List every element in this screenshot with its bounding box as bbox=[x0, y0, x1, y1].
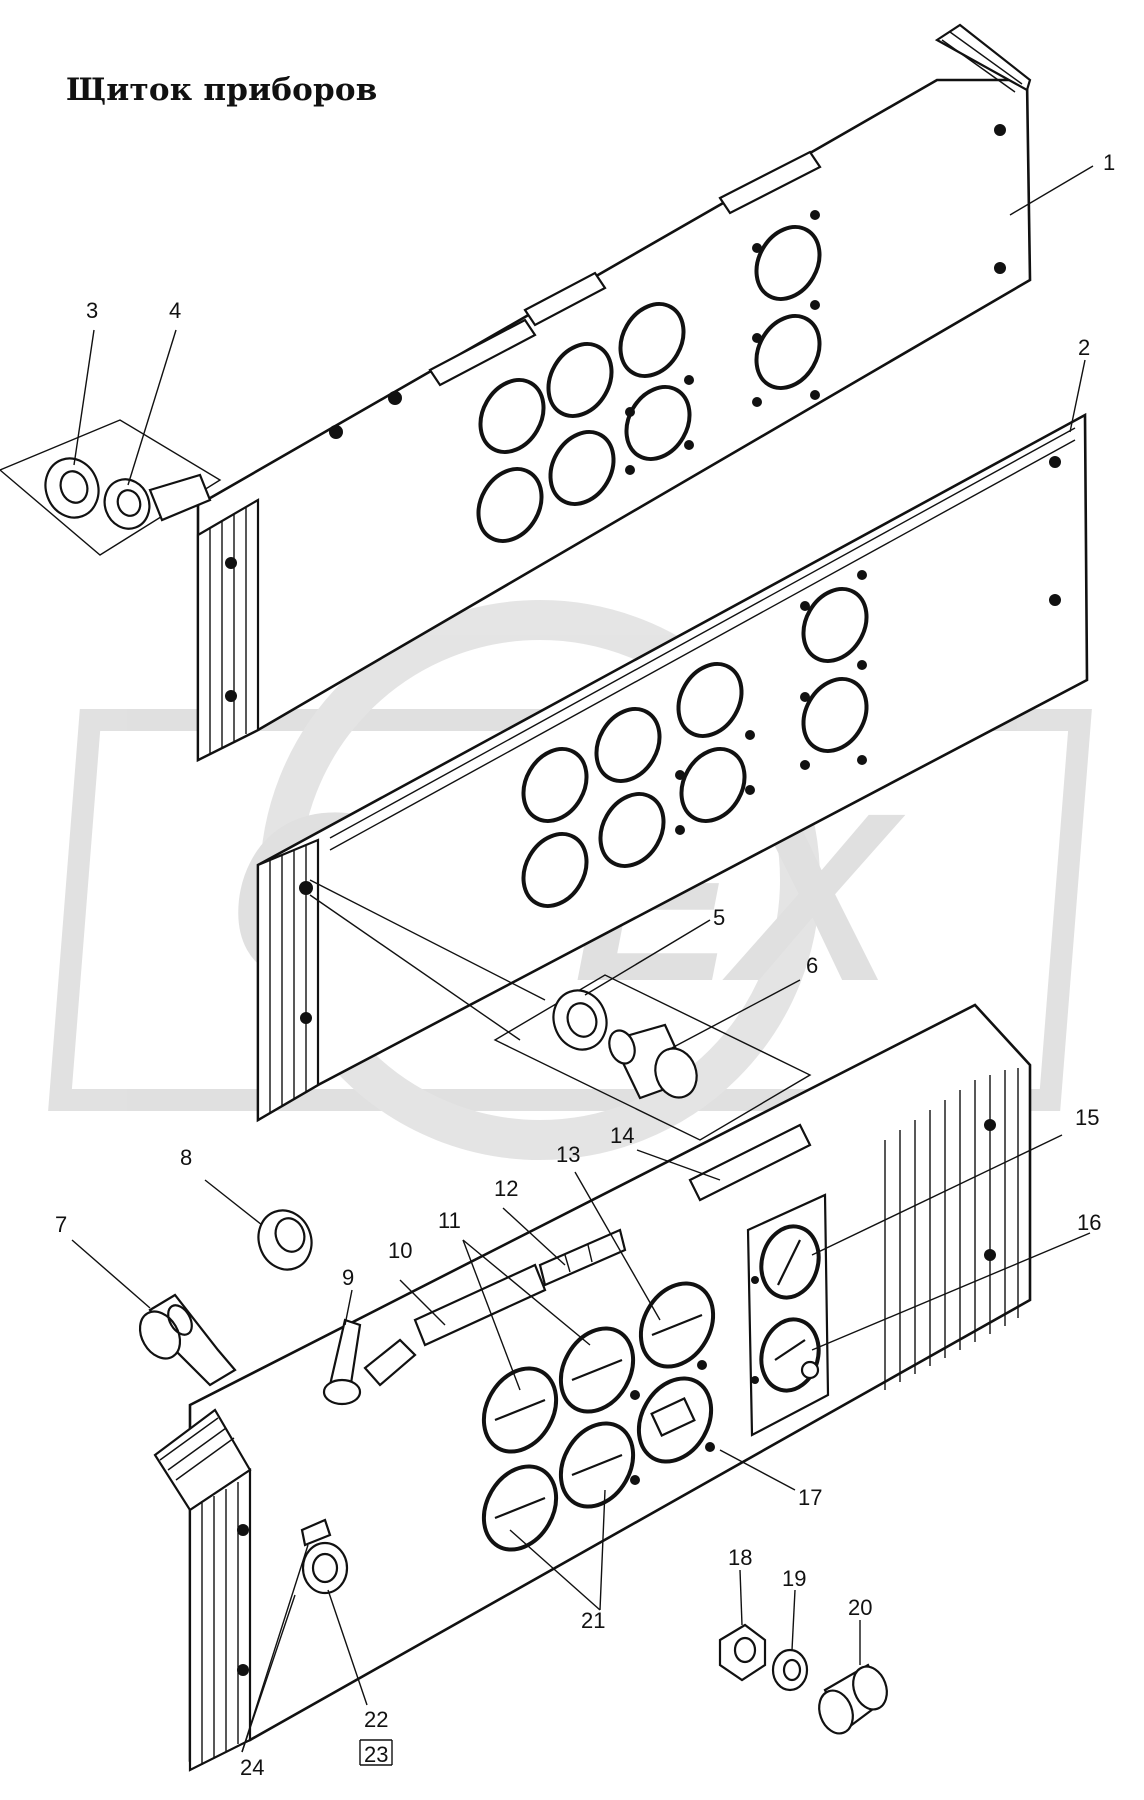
panel-3-side-flange bbox=[188, 1467, 252, 1772]
panel-1-windows bbox=[428, 150, 822, 387]
panel-1-side-flange bbox=[196, 498, 260, 762]
part-10-window bbox=[413, 1263, 547, 1347]
panel-2-mount-dots bbox=[299, 456, 1061, 1024]
part-14-window bbox=[688, 1123, 812, 1202]
leader-lines bbox=[71, 165, 1094, 1766]
part-4-washer bbox=[103, 478, 151, 530]
callout-7: 7 bbox=[55, 1212, 67, 1237]
callout-18: 18 bbox=[728, 1545, 752, 1570]
callout-23: 23 bbox=[364, 1742, 388, 1767]
panel-2-middle bbox=[256, 412, 1089, 1123]
panel-1-mount-dots bbox=[225, 124, 1006, 702]
part-4-bracket bbox=[148, 473, 212, 522]
part-6-lamp bbox=[608, 1023, 698, 1100]
callout-22: 22 bbox=[364, 1707, 388, 1732]
part-19-washer bbox=[771, 1648, 809, 1692]
part-22-lamp bbox=[301, 1541, 349, 1595]
panel-3-mount-dots bbox=[237, 1119, 996, 1676]
part-9-switch-body bbox=[363, 1338, 417, 1387]
page-title: Щиток приборов bbox=[66, 72, 378, 108]
panel-2-gauge-holes bbox=[521, 587, 869, 908]
callout-6: 6 bbox=[806, 953, 818, 978]
callout-15: 15 bbox=[1075, 1105, 1099, 1130]
callout-10: 10 bbox=[388, 1238, 412, 1263]
callouts: 1 2 3 4 5 6 7 8 9 10 11 12 13 14 15 16 1… bbox=[55, 150, 1115, 1780]
part-3-nut bbox=[44, 457, 100, 519]
callout-17: 17 bbox=[798, 1485, 822, 1510]
part-5-ring bbox=[552, 989, 608, 1051]
callout-16: 16 bbox=[1077, 1210, 1101, 1235]
callout-20: 20 bbox=[848, 1595, 872, 1620]
panel-1-rear bbox=[196, 23, 1032, 763]
callout-3: 3 bbox=[86, 298, 98, 323]
callout-5: 5 bbox=[713, 905, 725, 930]
callout-19: 19 bbox=[782, 1566, 806, 1591]
part-8-nut bbox=[257, 1209, 313, 1271]
callout-12: 12 bbox=[494, 1176, 518, 1201]
panel-1-flange-lines bbox=[209, 31, 1023, 755]
leader-to-part-5 bbox=[309, 879, 546, 1001]
part-20-cap bbox=[818, 1663, 888, 1735]
callout-24: 24 bbox=[240, 1755, 264, 1780]
callout-21: 21 bbox=[581, 1608, 605, 1633]
callout-13: 13 bbox=[556, 1142, 580, 1167]
part-12-switches bbox=[538, 1228, 627, 1287]
part-18-nut bbox=[718, 1623, 767, 1682]
panel-2-flange-lines bbox=[269, 427, 1076, 1113]
callout-11: 11 bbox=[438, 1208, 461, 1233]
panel-3-front bbox=[153, 1003, 1032, 1772]
callout-4: 4 bbox=[169, 298, 181, 323]
panel-3-controls bbox=[300, 1123, 812, 1595]
part-24-lens bbox=[300, 1518, 332, 1547]
parts-3-4-group bbox=[0, 419, 222, 556]
callout-14: 14 bbox=[610, 1123, 634, 1148]
panel-3-vent-lines bbox=[159, 1417, 239, 1765]
panel-2-side-flange bbox=[256, 838, 320, 1122]
parts-3-4-outline bbox=[0, 419, 222, 556]
leader-to-part-5b bbox=[309, 894, 521, 1041]
panel-3-right-vents bbox=[884, 1068, 1019, 1390]
callout-2: 2 bbox=[1078, 335, 1090, 360]
callout-8: 8 bbox=[180, 1145, 192, 1170]
callout-9: 9 bbox=[342, 1265, 354, 1290]
panel-3-right-cluster bbox=[746, 1193, 830, 1437]
panel-1-gauge-holes bbox=[476, 225, 822, 543]
panel-3-gauges bbox=[481, 1281, 716, 1552]
callout-1: 1 bbox=[1103, 150, 1115, 175]
part-7-switch bbox=[138, 1293, 237, 1387]
parts-5-6-group bbox=[309, 879, 812, 1141]
